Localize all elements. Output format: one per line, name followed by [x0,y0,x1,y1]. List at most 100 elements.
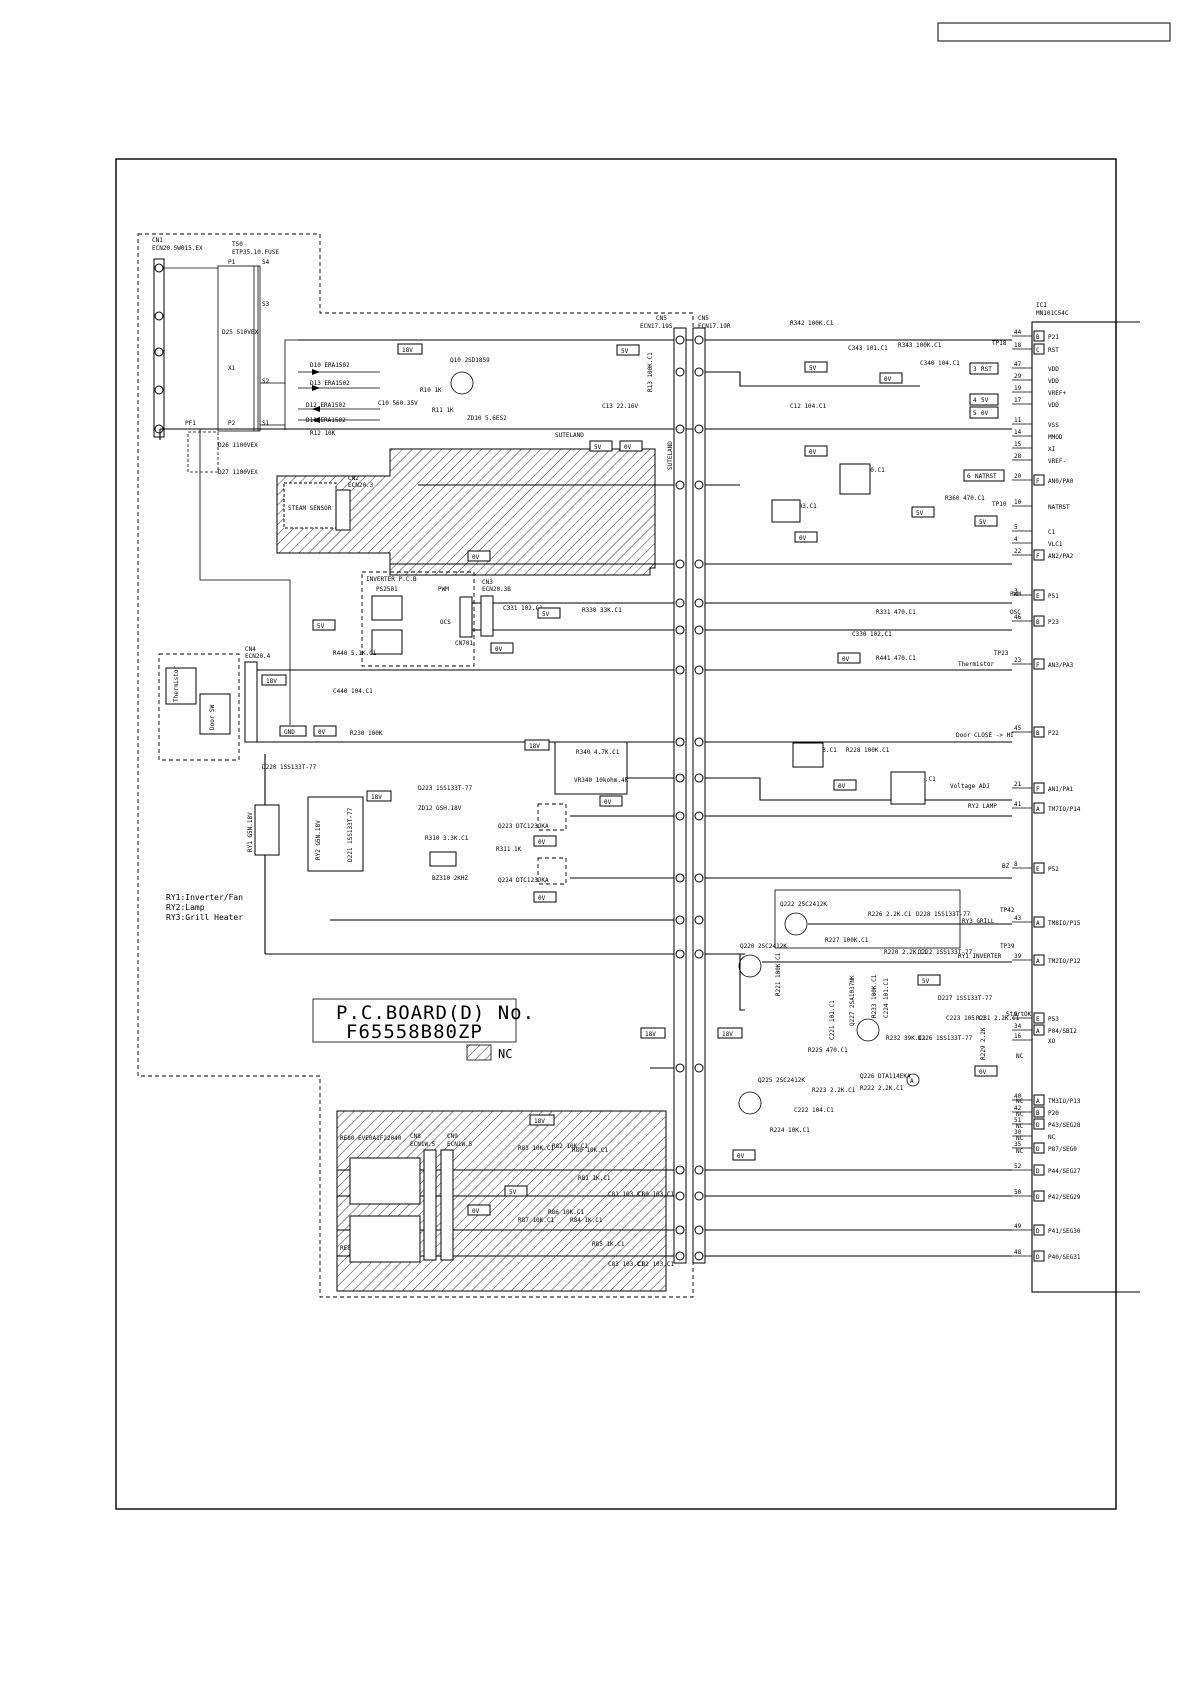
ic-pin-name: AN2/PA2 [1048,553,1074,560]
rail-0v-steam [467,550,491,562]
nc-legend-label: NC [498,1047,512,1061]
thermistor-label-right: Thermistor [958,661,995,668]
tp39-label: TP39 [1000,943,1015,950]
rail-18v-vr340 [524,739,550,751]
ic-pin-name: NC [1048,1134,1056,1141]
c10-label: C10 560.35V [378,400,418,407]
c331-label: C331 102.C1 [503,605,543,612]
door-sw-label: Door SW [209,704,216,730]
ic-pin-number: 17 [1014,397,1022,404]
q222-label: Q222 2SC2412K [780,901,827,908]
header-box [937,22,1171,42]
ic-pin-type-box [1033,916,1045,928]
ic-pin-name: XI [1048,446,1056,453]
rail-0v-q224-text: 0V [538,895,546,902]
ic-pin-name: P42/SEG29 [1048,1194,1081,1201]
ic-pin-type: A [1036,920,1040,927]
r331-label: R331 470.C1 [876,609,916,616]
ic-pin-type: B [1036,619,1040,626]
rail-0v-c330-text: 0V [842,656,850,663]
transformer-tap-s1: S1 [262,420,270,427]
ry3-grill-label: RY3 GRILL [962,918,995,925]
ic-pin-number: 10 [1014,499,1022,506]
rail-0v-c330 [837,652,861,664]
rail-5v-start [917,974,941,986]
rail-5v-steam [589,440,613,452]
ic-pin-number: 5 [1014,524,1018,531]
ic-pin-number: 43 [1014,915,1022,922]
ic-pin-number: 15 [1014,441,1022,448]
rail-18v-mid-text: 18V [645,1031,656,1038]
c223-label: C223 105.C1 [946,1015,986,1022]
ic-pin-number: 46 [1014,614,1022,621]
ic-part: MN101C54C [1036,310,1069,317]
ic-pin-name: VREF+ [1048,390,1066,397]
ic1-body [1031,321,1117,1293]
ic-pin-name: VREF- [1048,458,1066,465]
voltage-adj-label: Voltage ADJ [950,783,990,790]
cn9-connector [440,1149,454,1261]
rail-18v-relay-text: 18V [371,794,382,801]
c222-label: C222 104.C1 [794,1107,834,1114]
rail-0v-steam2-text: 0V [624,444,632,451]
ic-pin-number: 45 [1014,725,1022,732]
rail-5v-r360 [911,506,935,518]
cn4-label: CN4 [245,646,256,653]
r342-label: R342 100K.C1 [790,320,834,327]
cn8-part: ECN1W.5 [410,1141,436,1148]
q222-transistor [784,912,808,936]
thermistor-element [165,667,197,705]
c82-label: C82 103.C1 [638,1261,675,1268]
ic-pin-number: 22 [1014,548,1022,555]
rail-18v-bottom-text: 18V [534,1118,545,1125]
r87-label: R87 10K.C1 [518,1217,555,1224]
d227-label: D227 1SS133T-77 [938,995,993,1002]
rail-0v-c331 [490,642,514,654]
ic-pin-name: NATRST [1048,504,1070,511]
ic-pin-number: 14 [1014,429,1022,436]
ic-pin-type-box [1033,1190,1045,1202]
ic-pin-number: 9 [1014,1011,1018,1018]
door-sw-element [199,693,231,735]
cn3-connector [480,595,494,637]
ic-pin-type-box [1033,658,1045,670]
ic-pin-name: P43/SEG28 [1048,1122,1081,1129]
relay-ry2-label: RY2 G5N.18V [315,820,322,860]
ic-pin-type-box [1033,330,1045,342]
d10-label: D10 ERA1502 [310,362,350,369]
ic-pin-name: XO [1048,1038,1056,1045]
relay-legend-2: RY2:Lamp [166,903,205,912]
rail-0v-c12 [804,445,828,457]
cn2-part: ECN20.3 [348,482,374,489]
rail-5v-r440-text: 5V [317,623,325,630]
ry2-lamp-label: RY2 LAMP [968,803,997,810]
transformer-tap-p2: P2 [228,420,236,427]
tp10-label: TP10 [992,501,1007,508]
vr340-box [554,741,628,795]
r224-label: R224 10K.C1 [770,1127,810,1134]
ic-name: IC1 [1036,302,1047,309]
osc-label: OSC [1010,609,1021,616]
q225-transistor [738,1091,762,1115]
r228-label: R228 100K.C1 [846,747,890,754]
zd12-label: ZD12 GSH.18V [418,805,462,812]
natrst-text: NATRST [975,473,997,480]
ic-pin-number: 51 [1014,1117,1022,1124]
nc-legend-swatch [466,1044,492,1061]
d222-label: D222 1SS133T-77 [918,949,973,956]
ic-pin-type-box [1033,802,1045,814]
rail-0v-cn4-text: 0V [318,729,326,736]
r12-label: R12 10K [310,430,336,437]
q224-label: Q224 DTC123JKA [498,877,549,884]
r225-label: R225 470.C1 [808,1047,848,1054]
ic-pin-type: F [1036,553,1040,560]
r230-label: R230 100K [350,730,383,737]
ic-pin-number: 49 [1014,1223,1022,1230]
pwm-label: PWM [438,586,449,593]
steam-sensor-label: STEAM SENSOR [288,505,332,512]
rail-0v-q223-text: 0V [538,839,546,846]
rail-18v-cn4 [261,674,287,686]
cn7-label: CN701 [455,640,473,647]
d13-label: D13 ERA1502 [310,380,350,387]
